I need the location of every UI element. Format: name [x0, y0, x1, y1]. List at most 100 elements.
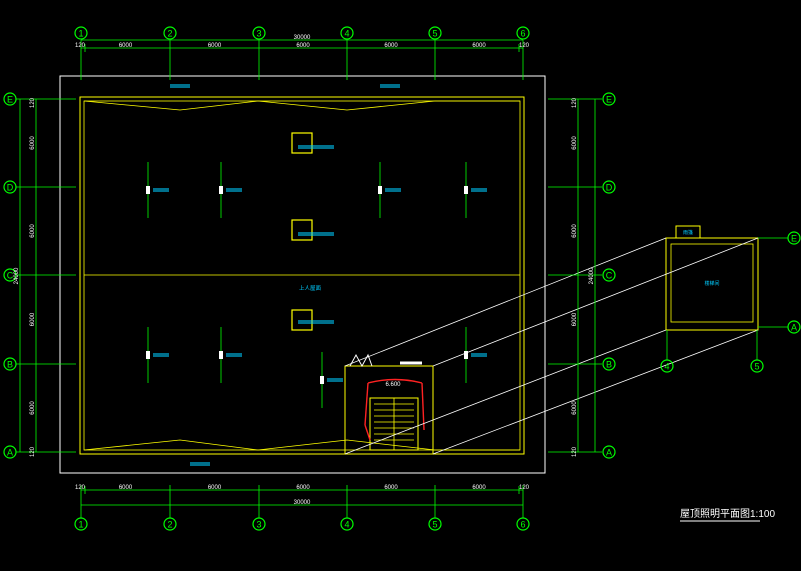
- top-slope-line: [83, 100, 520, 111]
- axis-bubble-top-5-label: 5: [432, 29, 437, 39]
- roof-lamp-tag-1: [153, 188, 169, 192]
- roof-lamp-icon: [378, 186, 382, 194]
- axis-bubble-left-C-circle: [3, 268, 17, 282]
- dim-bay-top-4: 6000: [384, 43, 398, 49]
- fixture-layer: [146, 84, 487, 466]
- dim-bay-right-1: 6000: [572, 136, 578, 150]
- detail-tag-box: [675, 225, 701, 239]
- roof-outline: [59, 75, 546, 474]
- axis-bubble-bottom-6-label: 6: [520, 520, 525, 530]
- dim-bay-left-2: 6000: [30, 224, 36, 238]
- axis-bubble-left-E-circle: [3, 92, 17, 106]
- axis-bubble-left-D-circle: [3, 180, 17, 194]
- dim-bay-left-1: 6000: [30, 136, 36, 150]
- parapet-tag-1: [170, 84, 190, 88]
- axis-bubble-top-1-label: 1: [78, 29, 83, 39]
- detail-axis-bubble-5-circle: [750, 359, 764, 373]
- axis-bubble-top-3-label: 3: [256, 29, 261, 39]
- parapet-inner: [83, 100, 521, 451]
- dim-bay-top-3: 6000: [296, 43, 310, 49]
- axis-bubble-bottom-4-label: 4: [344, 520, 349, 530]
- projection-lines: [344, 237, 759, 455]
- axis-bubble-left-B-label: B: [7, 360, 13, 370]
- skylight-tag-2: [298, 232, 334, 236]
- detail-axis-bubble-A-circle: [787, 320, 801, 334]
- axis-bubble-right-C-label: C: [606, 271, 613, 281]
- axis-bubble-bottom-3-circle: [252, 517, 266, 531]
- axis-bubble-top-5-circle: [428, 26, 442, 40]
- parapet-outer: [79, 96, 525, 455]
- roof-lamp-icon: [146, 351, 150, 359]
- axis-bubble-top-2-label: 2: [167, 29, 172, 39]
- stair-door: [349, 353, 373, 368]
- dim-bay-bottom-2: 6000: [208, 485, 222, 491]
- axis-bubble-right-D-label: D: [606, 183, 613, 193]
- dim-edge-top-right: 120: [572, 97, 578, 108]
- detail-axis-bubble-E-label: E: [791, 234, 797, 244]
- roof-lamp-icon: [219, 186, 223, 194]
- dim-bay-top-1: 6000: [119, 43, 133, 49]
- axis-bubble-bottom-2-label: 2: [167, 520, 172, 530]
- stair-level-label: 6.600: [385, 382, 401, 388]
- dim-edge-right-top: 120: [519, 43, 530, 49]
- detail-inner: [670, 243, 754, 323]
- roof-lamp-tag-4: [471, 188, 487, 192]
- roof-lamp-icon: [464, 351, 468, 359]
- axis-bubble-top-6-label: 6: [520, 29, 525, 39]
- axis-bubble-bottom-1-circle: [74, 517, 88, 531]
- dim-edge-left-bottom: 120: [75, 485, 86, 491]
- dim-bay-right-2: 6000: [572, 224, 578, 238]
- dim-edge-bottom-left: 120: [30, 446, 36, 457]
- roof-lamp-tag-3: [385, 188, 401, 192]
- axis-bubble-right-C-circle: [602, 268, 616, 282]
- detail-axis-bubble-4-label: 4: [664, 362, 669, 372]
- axis-bubble-top-2-circle: [163, 26, 177, 40]
- axis-bubble-right-E-label: E: [606, 95, 612, 105]
- dim-edge-top-left: 120: [30, 97, 36, 108]
- parapet-tag-2: [380, 84, 400, 88]
- skylight-1: [291, 132, 313, 154]
- roof-lamp-icon: [464, 186, 468, 194]
- dim-bay-left-3: 6000: [30, 312, 36, 326]
- drawing-title: 屋顶照明平面图1:100: [680, 508, 775, 520]
- axis-bubble-bottom-1-label: 1: [78, 520, 83, 530]
- dim-total-left: 24000: [14, 267, 20, 284]
- detail-room-label: 楼梯间: [704, 280, 719, 287]
- roof-lamp-icon: [146, 186, 150, 194]
- roof-lamp-tag-6: [226, 353, 242, 357]
- axis-bubble-right-E-circle: [602, 92, 616, 106]
- detail-axis-bubble-5-label: 5: [754, 362, 759, 372]
- axis-bubble-right-A-circle: [602, 445, 616, 459]
- axis-bubble-top-4-label: 4: [344, 29, 349, 39]
- dim-bay-left-4: 6000: [30, 401, 36, 415]
- axis-bubble-top-1-circle: [74, 26, 88, 40]
- dim-edge-bottom-right: 120: [572, 446, 578, 457]
- detail-axis-bubble-E-circle: [787, 231, 801, 245]
- lighting-cable: [364, 378, 425, 441]
- bottom-slope-line: [83, 439, 520, 451]
- axis-bubble-left-A-circle: [3, 445, 17, 459]
- axis-bubble-left-D-label: D: [7, 183, 14, 193]
- roof-lamp-tag-5: [153, 353, 169, 357]
- axis-bubble-right-B-circle: [602, 357, 616, 371]
- axis-bubble-top-4-circle: [340, 26, 354, 40]
- roof-lamp-icon: [219, 351, 223, 359]
- axis-bubble-top-3-circle: [252, 26, 266, 40]
- axis-bubble-bottom-4-circle: [340, 517, 354, 531]
- dim-bay-top-2: 6000: [208, 43, 222, 49]
- dim-bay-top-5: 6000: [472, 43, 486, 49]
- skylight-tag-1: [298, 145, 334, 149]
- detail-tag-label: 雨篷: [683, 229, 693, 236]
- dim-total-top: 30000: [294, 35, 311, 41]
- dim-edge-left-top: 120: [75, 43, 86, 49]
- dim-total-bottom: 30000: [294, 500, 311, 506]
- axis-bubble-bottom-5-circle: [428, 517, 442, 531]
- detail-axis-bubble-A-label: A: [791, 323, 797, 333]
- axis-bubble-right-A-label: A: [606, 448, 612, 458]
- dim-edge-right-bottom: 120: [519, 485, 530, 491]
- axis-bubble-bottom-6-circle: [516, 517, 530, 531]
- dim-bay-bottom-5: 6000: [472, 485, 486, 491]
